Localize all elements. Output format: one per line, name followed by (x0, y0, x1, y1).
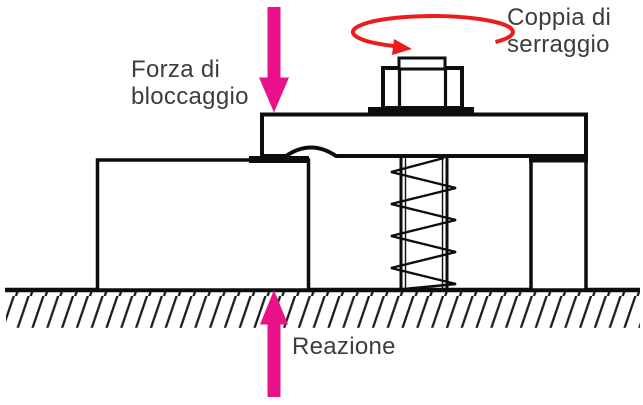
clamp-force-arrowhead-icon (259, 77, 289, 113)
clamp-force-label-line1: Forza di (131, 56, 221, 83)
threaded-stud (390, 156, 457, 291)
reaction-arrow (260, 290, 288, 397)
hex-nut (381, 66, 464, 110)
bolt-assembly (368, 56, 474, 116)
reaction-label-text: Reazione (292, 333, 396, 360)
clamp-force-arrow (259, 7, 289, 113)
clamp-bar (260, 112, 588, 158)
clamp-force-label: Forza di bloccaggio (131, 56, 249, 110)
reaction-arrowhead-icon (260, 290, 288, 325)
ground (5, 287, 640, 328)
torque-arc (351, 14, 515, 48)
clamp-force-label-line2: bloccaggio (131, 83, 249, 110)
torque-arrow (351, 14, 515, 55)
torque-arrowhead-icon (392, 39, 412, 55)
torque-label-line2: serraggio (507, 31, 610, 58)
support-block (529, 156, 588, 292)
stud-end (397, 56, 447, 71)
reaction-arrow-shaft (267, 323, 281, 397)
washer (368, 107, 474, 116)
workpiece-block (95, 158, 311, 292)
torque-label-line1: Coppia di (507, 4, 612, 31)
reaction-label: Reazione (292, 333, 396, 360)
torque-label: Coppia di serraggio (507, 4, 611, 58)
stud-thread-zigzag (390, 156, 457, 291)
ground-hatching (6, 291, 640, 328)
clamp-force-arrow-shaft (267, 7, 281, 79)
support-block-seat (529, 154, 588, 163)
